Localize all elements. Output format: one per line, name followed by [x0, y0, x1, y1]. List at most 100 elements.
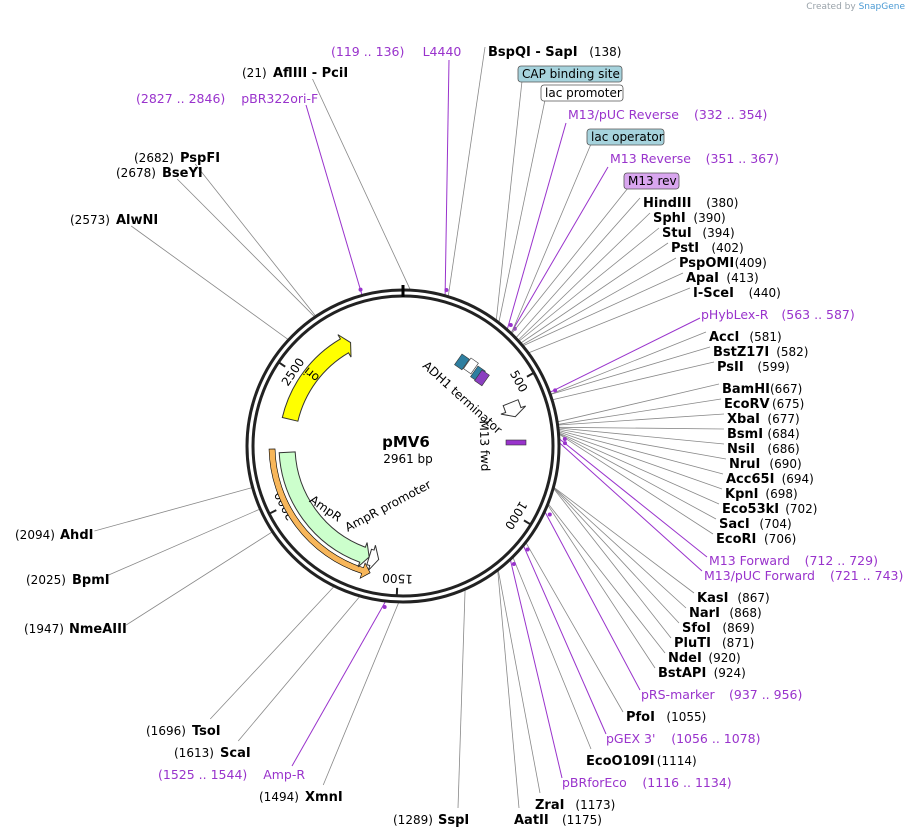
enzyme-zrai[interactable]: ZraI [535, 798, 564, 813]
primer-site-mark [511, 562, 516, 567]
enzyme-pos-saci: (704) [759, 517, 791, 531]
primer-m13-forward[interactable]: M13 Forward [709, 553, 790, 568]
enzyme-pspfi[interactable]: PspFI [180, 151, 220, 166]
plasmid-name: pMV6 [382, 433, 430, 451]
enzyme-leader-line [516, 197, 641, 338]
enzyme-pos-xmni: (1494) [259, 790, 299, 804]
enzyme-nrui[interactable]: NruI [729, 457, 760, 472]
primer-site-mark [562, 437, 567, 442]
enzyme-bstapi[interactable]: BstAPI [658, 666, 706, 681]
enzyme-leader-line [519, 227, 660, 342]
feature-box-lac-operator[interactable] [586, 128, 665, 146]
primer-l4440[interactable]: L4440 [423, 44, 462, 59]
ampr-promoter-feature[interactable] [366, 545, 380, 571]
enzyme-ahdi[interactable]: AhdI [60, 528, 93, 543]
enzyme-sfoi[interactable]: SfoI [682, 621, 711, 636]
enzyme-xmni[interactable]: XmnI [305, 790, 343, 805]
primer-pgex-3[interactable]: pGEX 3' [606, 731, 655, 746]
primer-m13-puc-reverse[interactable]: M13/pUC Reverse [568, 107, 679, 122]
feature-box-cap-binding-site[interactable] [517, 65, 623, 83]
enzyme-leader-line [558, 398, 722, 425]
enzyme-pluti[interactable]: PluTI [674, 636, 711, 651]
primer-m13-puc-forward[interactable]: M13/pUC Forward [704, 568, 815, 583]
primer-amp-r[interactable]: Amp-R [263, 767, 305, 782]
enzyme-leader-line [512, 557, 592, 750]
enzyme-sphi[interactable]: SphI [653, 211, 686, 226]
enzyme-bspqi-sapi[interactable]: BspQI - SapI [488, 45, 578, 60]
enzyme-pspomi[interactable]: PspOMI [679, 256, 734, 271]
enzyme-xbai[interactable]: XbaI [727, 412, 760, 427]
feature-label-lac-promoter: lac promoter [545, 86, 622, 100]
adh1-terminator-feature[interactable] [500, 399, 527, 418]
enzyme-leader-line [559, 434, 714, 535]
enzyme-tsoi[interactable]: TsoI [192, 724, 221, 739]
enzyme-pos-bspqi-sapi: (138) [589, 45, 621, 59]
enzyme-pos-nmeaiii: (1947) [24, 622, 64, 636]
primer-range-amp-r: (1525 .. 1544) [158, 767, 247, 782]
enzyme-sspi[interactable]: SspI [438, 813, 469, 828]
m13-fwd-feature[interactable] [505, 439, 527, 446]
feature-box-m13-rev[interactable] [623, 172, 680, 190]
primer-prs-marker[interactable]: pRS-marker [641, 687, 716, 702]
enzyme-leader-line [558, 426, 725, 430]
enzyme-bsmi[interactable]: BsmI [727, 427, 763, 442]
primer-phyblex-r[interactable]: pHybLex-R [701, 307, 769, 322]
enzyme-pos-kpni: (698) [765, 487, 797, 501]
enzyme-scai[interactable]: ScaI [220, 746, 251, 761]
enzyme-hindiii[interactable]: HindIII [643, 196, 691, 211]
enzyme-leader-line [559, 430, 724, 475]
enzyme-bamhi[interactable]: BamHI [722, 382, 770, 397]
enzyme-afliii-pcii[interactable]: AflIII - PciI [273, 66, 348, 81]
primer-range-pbr322ori-f: (2827 .. 2846) [136, 91, 225, 106]
enzyme-kpni[interactable]: KpnI [725, 487, 758, 502]
enzyme-saci[interactable]: SacI [719, 517, 750, 532]
enzyme-nmeaiii[interactable]: NmeAIII [69, 622, 127, 637]
enzyme-pos-psti: (402) [711, 241, 743, 255]
enzyme-acc65i[interactable]: Acc65I [726, 472, 774, 487]
primer-pbr322ori-f[interactable]: pBR322ori-F [241, 91, 318, 106]
enzyme-pos-pspomi: (409) [735, 256, 767, 270]
primer-leader-line [510, 166, 609, 333]
enzyme-ndei[interactable]: NdeI [668, 651, 702, 666]
enzyme-leader-line [457, 590, 466, 809]
enzyme-psti[interactable]: PstI [671, 241, 699, 256]
enzyme-nari[interactable]: NarI [689, 606, 720, 621]
enzyme-stui[interactable]: StuI [662, 226, 692, 241]
enzyme-alwni[interactable]: AlwNI [116, 213, 158, 228]
enzyme-leader-line [559, 433, 717, 520]
ori-feature[interactable] [281, 334, 352, 422]
enzyme-apai[interactable]: ApaI [686, 271, 719, 286]
enzyme-leader-line [552, 361, 715, 401]
primer-pbrforeco[interactable]: pBRforEco [562, 775, 627, 790]
primer-leader-line [506, 122, 567, 329]
enzyme-pos-acci: (581) [749, 330, 781, 344]
enzyme-i-scei[interactable]: I-SceI [693, 286, 734, 301]
enzyme-leader-line [521, 242, 669, 344]
enzyme-kasi[interactable]: KasI [697, 591, 728, 606]
enzyme-psii[interactable]: PsII [717, 360, 744, 375]
primer-leader-line [544, 512, 641, 691]
enzyme-aatii[interactable]: AatII [514, 813, 549, 828]
enzyme-nsii[interactable]: NsiI [727, 442, 755, 457]
enzyme-bpmi[interactable]: BpmI [72, 573, 110, 588]
enzyme-ecorv[interactable]: EcoRV [724, 397, 770, 412]
tick-mark [268, 509, 277, 515]
primer-range-phyblex-r: (563 .. 587) [781, 307, 854, 322]
enzyme-ecori[interactable]: EcoRI [716, 532, 756, 547]
enzyme-bstz17i[interactable]: BstZ17I [713, 345, 769, 360]
enzyme-leader-line [559, 431, 723, 490]
enzyme-bseyi[interactable]: BseYI [162, 166, 203, 181]
enzyme-pos-ahdi: (2094) [15, 528, 55, 542]
feature-box-lac-promoter[interactable] [540, 84, 624, 102]
ampr-feature[interactable] [278, 451, 370, 568]
enzyme-acci[interactable]: AccI [709, 330, 739, 345]
enzyme-leader-line [554, 487, 695, 594]
enzyme-pfoi[interactable]: PfoI [626, 710, 655, 725]
primer-m13-reverse[interactable]: M13 Reverse [610, 151, 691, 166]
enzyme-leader-line [209, 586, 334, 720]
enzyme-pos-sfoi: (869) [722, 621, 754, 635]
enzyme-ecoo109i[interactable]: EcoO109I [586, 754, 655, 769]
primer-leader-line [305, 104, 363, 295]
enzyme-eco53ki[interactable]: Eco53kI [722, 502, 779, 517]
ampr-promoter-label: AmpR promoter [343, 477, 434, 534]
